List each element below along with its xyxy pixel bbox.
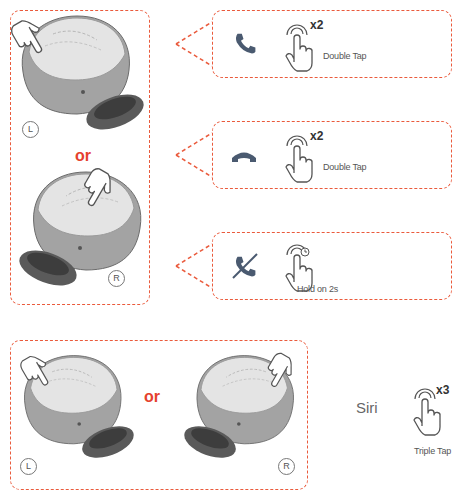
text-label: Triple Tap (414, 447, 451, 456)
callout-leader (176, 133, 212, 177)
tapping-hand (261, 351, 297, 391)
tapping-hand (77, 166, 118, 210)
callout-box: x2Double Tap (212, 10, 452, 78)
tap-hand-icon (286, 146, 312, 182)
side-letter: L (28, 125, 33, 134)
callout-box: Hold on 2s (212, 232, 452, 300)
or-label: or (75, 148, 91, 164)
side-marker: L (22, 121, 39, 138)
earbud-group-box: or L R (10, 10, 150, 305)
tap-hand-icon (286, 35, 312, 71)
side-marker: R (278, 458, 295, 475)
side-marker: L (20, 458, 37, 475)
side-marker: R (108, 270, 125, 287)
tap-hand-icon (414, 399, 440, 435)
side-letter: L (26, 462, 31, 471)
earbud-group-box: orL R (10, 340, 308, 490)
action-label: Double Tap (323, 163, 366, 172)
action-label: Double Tap (323, 52, 366, 61)
or-label: or (144, 389, 160, 405)
right-earbud (15, 172, 141, 292)
action-label: Hold on 2s (297, 285, 338, 294)
side-letter: R (113, 274, 120, 283)
callout-box: x2Double Tap (212, 121, 452, 189)
tapping-hand (18, 352, 54, 392)
clock-icon (301, 248, 309, 256)
side-letter: R (283, 462, 290, 471)
callout-leader (176, 22, 212, 66)
tap-count: x2 (310, 130, 323, 142)
left-earbud (22, 16, 148, 136)
text-label: x3 (436, 384, 449, 396)
tap-count: x2 (310, 19, 323, 31)
text-label: Siri (356, 400, 378, 415)
clock-hands (305, 250, 307, 253)
tap-rings (415, 389, 435, 399)
end-call-icon (232, 153, 256, 163)
callout-leader (176, 244, 212, 288)
reject-slash (233, 254, 257, 278)
tap-rings (287, 136, 307, 146)
tap-rings (287, 25, 307, 35)
answer-call-icon (236, 34, 255, 54)
tapping-hand (9, 15, 50, 59)
